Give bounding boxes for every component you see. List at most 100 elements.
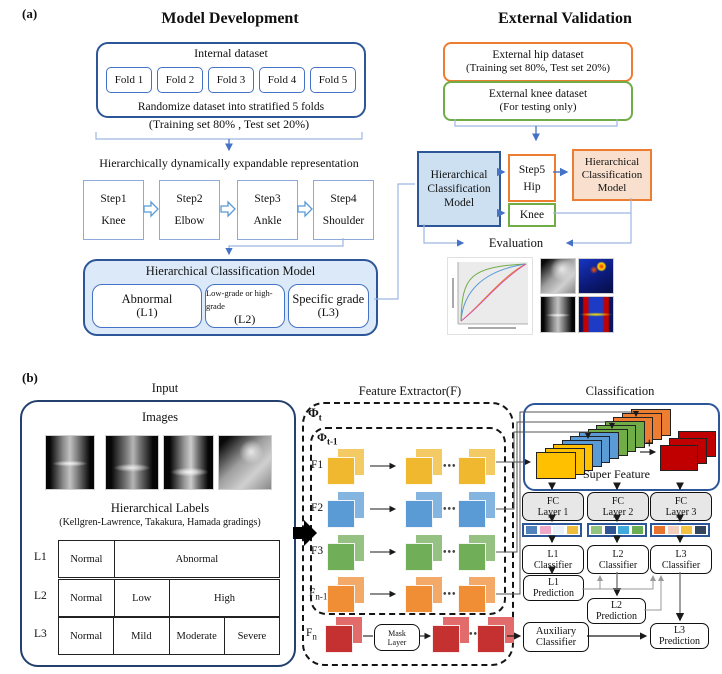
f1-label: F1 <box>311 459 324 471</box>
fc-layer-2-box: FC Layer 2 <box>587 492 649 521</box>
roc-curve-plot <box>447 257 533 335</box>
roc-curves <box>452 262 528 329</box>
cell-l2-high: High <box>214 592 235 604</box>
fc-layer-1-box: FC Layer 1 <box>522 492 584 521</box>
step4-label: Step4 <box>330 193 357 205</box>
table-row-l1: Normal Abnormal <box>58 540 280 578</box>
step3-label: Step3 <box>254 193 281 205</box>
ext-hcm-orange-label: Hierarchical Classification Model <box>581 155 643 194</box>
cell-l2-normal: Normal <box>59 580 115 616</box>
knee-dataset-title: External knee dataset <box>488 88 588 100</box>
stack-card-yellow <box>536 452 576 479</box>
step1-knee-box: Step1 Knee <box>83 180 144 240</box>
fn-label: Fn <box>306 627 317 642</box>
hierarchical-labels-title: Hierarchical Labels <box>110 501 210 515</box>
step3-ankle-box: Step3 Ankle <box>237 180 298 240</box>
fold-5: Fold 5 <box>310 67 356 93</box>
fn-1-featuremap-left <box>327 577 364 613</box>
classification-title: Classification <box>585 384 655 398</box>
knee-dataset-note: (For testing only) <box>499 101 577 113</box>
step2-elbow-box: Step2 Elbow <box>159 180 220 240</box>
f3-featuremap-mid <box>405 535 442 571</box>
hcm-level-l1: Abnormal (L1) <box>92 284 202 328</box>
knee-heatmap-image <box>578 296 614 333</box>
f3-featuremap-left <box>327 535 364 571</box>
f2-featuremap-right <box>458 492 495 528</box>
panel-b-tag: (b) <box>22 370 38 385</box>
step3-part: Ankle <box>253 215 282 227</box>
table-row-l2: Normal Low High <box>58 579 280 617</box>
cell-l3-moderate: Moderate <box>170 618 225 654</box>
external-hip-dataset-box: External hip dataset (Training set 80%, … <box>443 42 633 82</box>
fn-1-featuremap-mid <box>405 577 442 613</box>
step1-label: Step1 <box>100 193 127 205</box>
fold-3: Fold 3 <box>208 67 254 93</box>
cell-l1-abnormal: Abnormal <box>175 553 219 565</box>
f1-featuremap-left <box>327 449 364 485</box>
fn-1-label: Fn-1 <box>309 587 328 602</box>
l1-classifier-box: L1 Classifier <box>522 545 584 574</box>
ext-hcm-orange-box: Hierarchical Classification Model <box>572 149 652 201</box>
f2-featuremap-left <box>327 492 364 528</box>
plus-sign: + <box>645 436 654 452</box>
phi-t-label: Φt <box>308 405 322 423</box>
step1-part: Knee <box>101 215 126 227</box>
split-note: (Training set 80% , Test set 20%) <box>148 117 310 131</box>
l2-prediction-box: L2 Prediction <box>587 598 646 624</box>
step5-label: Step5 <box>518 163 546 176</box>
input-knee-xray <box>45 435 95 490</box>
super-feature-label: Super Feature <box>583 467 650 481</box>
internal-dataset-box: Internal dataset Fold 1 Fold 2 Fold 3 Fo… <box>96 42 366 118</box>
shoulder-heatmap-image <box>578 258 614 294</box>
evaluation-label: Evaluation <box>488 236 544 250</box>
l2-classifier-box: L2 Classifier <box>587 545 649 574</box>
hip-dataset-split: (Training set 80%, Test set 20%) <box>465 62 611 74</box>
panel-a-tag: (a) <box>22 6 38 21</box>
step5-part: Hip <box>523 180 541 193</box>
step2-label: Step2 <box>176 193 203 205</box>
f2-ellipsis: ••• <box>443 504 457 515</box>
cell-l1-normal: Normal <box>59 541 115 577</box>
f1-ellipsis: ••• <box>443 461 457 472</box>
l3-prediction-box: L3 Prediction <box>650 623 709 649</box>
model-development-title: Model Development <box>161 10 299 27</box>
feature-extractor-title: Feature Extractor(F) <box>358 384 462 398</box>
fn-featuremap-right <box>477 617 514 653</box>
fold-1: Fold 1 <box>106 67 152 93</box>
cell-l3-severe: Severe <box>237 630 267 642</box>
table-row-l3: Normal Mild Moderate Severe <box>58 617 280 655</box>
l2-name: Low-grade or high-grade <box>205 287 273 311</box>
step4-shoulder-box: Step4 Shoulder <box>313 180 374 240</box>
ext-hcm-blue-box: Hierarchical Classification Model <box>417 151 501 227</box>
fn-featuremap-left <box>325 617 362 653</box>
l2-tag: (L2) <box>234 311 256 326</box>
gradings-subtitle: (Kellgren-Lawrence, Takakura, Hamada gra… <box>59 517 261 528</box>
external-knee-dataset-box: External knee dataset (For testing only) <box>443 81 633 121</box>
f3-label: F3 <box>311 545 324 557</box>
hcm-levels: Abnormal (L1) Low-grade or high-grade (L… <box>92 284 369 328</box>
auxiliary-classifier-box: Auxiliary Classifier <box>523 622 589 652</box>
step2-part: Elbow <box>174 215 205 227</box>
row-l1-tag: L1 <box>34 551 47 563</box>
f1-featuremap-mid <box>405 449 442 485</box>
f2-featuremap-mid <box>405 492 442 528</box>
l1-name: Abnormal <box>121 292 173 306</box>
mask-feature-card <box>660 445 698 471</box>
folds-row: Fold 1 Fold 2 Fold 3 Fold 4 Fold 5 <box>106 67 356 93</box>
mask-layer-box: Mask Layer <box>374 624 420 651</box>
f3-ellipsis: ••• <box>443 547 457 558</box>
l2-feature-strip <box>587 523 647 537</box>
l1-tag: (L1) <box>136 305 158 319</box>
knee-xray-image <box>540 296 576 333</box>
fold-2: Fold 2 <box>157 67 203 93</box>
hcm-title: Hierarchical Classification Model <box>145 264 316 278</box>
l3-classifier-box: L3 Classifier <box>650 545 712 574</box>
hcm-level-l3: Specific grade (L3) <box>287 284 369 328</box>
step5-hip-box: Step5 Hip <box>508 154 556 202</box>
fn-ellipsis: ••• <box>469 629 483 640</box>
fc-layer-3-box: FC Layer 3 <box>650 492 712 521</box>
row-l2-tag: L2 <box>34 590 47 602</box>
l3-feature-strip <box>650 523 710 537</box>
fn-1-featuremap-right <box>458 577 495 613</box>
